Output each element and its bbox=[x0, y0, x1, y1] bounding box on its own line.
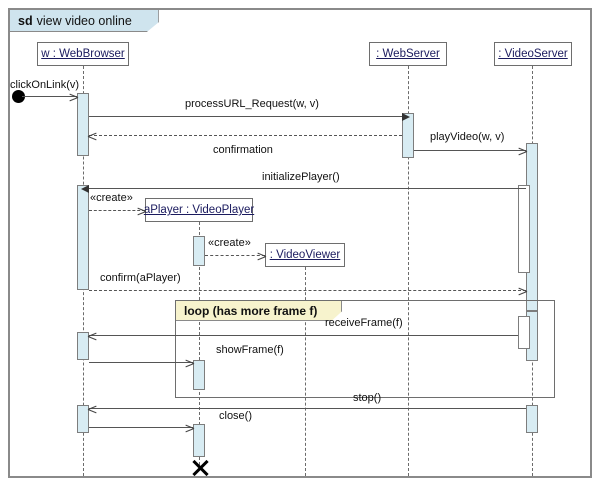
message-label-playvideo: playVideo(w, v) bbox=[430, 131, 505, 143]
activation-aplayer-2 bbox=[193, 360, 205, 390]
message-line-playvideo[interactable] bbox=[414, 150, 526, 151]
lifeline-line-videoviewer bbox=[305, 267, 306, 476]
message-label-close: close() bbox=[219, 410, 253, 422]
message-label-receiveframe: receiveFrame(f) bbox=[325, 317, 403, 329]
message-label-confirm-aplayer: confirm(aPlayer) bbox=[100, 272, 181, 284]
arrowhead-open-right-icon bbox=[138, 207, 146, 215]
message-line-create-aplayer[interactable] bbox=[89, 210, 145, 211]
message-line-confirmation[interactable] bbox=[89, 135, 402, 136]
arrowhead-filled-right-icon bbox=[402, 113, 410, 121]
fragment-loop-tag: loop (has more frame f) bbox=[176, 301, 342, 321]
message-label-stop: stop() bbox=[353, 392, 382, 404]
message-line-processurl-request[interactable] bbox=[89, 113, 410, 121]
message-line-clickonlink[interactable] bbox=[22, 96, 77, 97]
message-label-showframe: showFrame(f) bbox=[216, 344, 284, 356]
arrowhead-open-right-icon bbox=[186, 359, 194, 367]
message-label-confirmation: confirmation bbox=[213, 144, 273, 156]
message-label-create-aplayer: «create» bbox=[90, 192, 133, 204]
lifeline-head-webbrowser[interactable]: w : WebBrowser bbox=[37, 42, 129, 66]
lifeline-label-videoviewer: : VideoViewer bbox=[269, 249, 341, 261]
arrowhead-open-right-icon bbox=[519, 147, 527, 155]
message-line-receiveframe[interactable] bbox=[89, 335, 518, 336]
arrowhead-open-left-icon bbox=[88, 405, 96, 413]
arrowhead-open-right-icon bbox=[186, 424, 194, 432]
message-line-confirm-aplayer[interactable] bbox=[89, 290, 526, 291]
activation-aplayer-1 bbox=[193, 236, 205, 266]
arrowhead-filled-left-icon bbox=[81, 185, 89, 193]
message-line-initializeplayer[interactable] bbox=[81, 185, 526, 193]
destruction-marker-aplayer bbox=[189, 458, 209, 478]
message-label-clickonlink: clickOnLink(v) bbox=[10, 79, 80, 91]
lifeline-line-webserver bbox=[408, 66, 409, 476]
activation-videoserver-3 bbox=[526, 405, 538, 433]
lifeline-label-webbrowser: w : WebBrowser bbox=[41, 48, 125, 60]
activation-webbrowser-4 bbox=[77, 405, 89, 433]
message-label-processurl-request: processURL_Request(w, v) bbox=[185, 98, 319, 110]
diagram-title: view video online bbox=[36, 13, 132, 28]
message-line-close[interactable] bbox=[89, 427, 193, 428]
activation-videoserver-nested-1 bbox=[518, 185, 530, 273]
found-message-start-dot bbox=[12, 90, 25, 103]
arrowhead-open-left-icon bbox=[88, 132, 96, 140]
lifeline-label-aplayer: aPlayer : VideoPlayer bbox=[143, 204, 255, 216]
arrowhead-open-right-icon bbox=[70, 93, 78, 101]
message-label-initializeplayer: initializePlayer() bbox=[262, 171, 340, 183]
lifeline-head-videoviewer[interactable]: : VideoViewer bbox=[265, 243, 345, 267]
lifeline-head-videoserver[interactable]: : VideoServer bbox=[494, 42, 572, 66]
activation-videoserver-nested-2 bbox=[518, 316, 530, 349]
fragment-loop bbox=[175, 300, 555, 398]
lifeline-head-aplayer[interactable]: aPlayer : VideoPlayer bbox=[143, 198, 255, 222]
diagram-title-tag: sd view video online bbox=[10, 10, 159, 32]
lifeline-head-webserver[interactable]: : WebServer bbox=[369, 42, 447, 66]
activation-webbrowser-1 bbox=[77, 93, 89, 156]
message-line-stop[interactable] bbox=[89, 408, 526, 409]
message-line-showframe[interactable] bbox=[89, 362, 193, 363]
lifeline-label-videoserver: : VideoServer bbox=[498, 48, 568, 60]
activation-aplayer-3 bbox=[193, 424, 205, 457]
arrowhead-open-right-icon bbox=[519, 287, 527, 295]
message-line-create-videoviewer[interactable] bbox=[205, 255, 265, 256]
diagram-kind-keyword: sd bbox=[18, 13, 33, 28]
lifeline-label-webserver: : WebServer bbox=[376, 48, 440, 60]
fragment-loop-label: loop (has more frame f) bbox=[184, 303, 318, 318]
lifeline-line-aplayer bbox=[199, 222, 200, 465]
message-label-create-videoviewer: «create» bbox=[208, 237, 251, 249]
arrowhead-open-left-icon bbox=[88, 332, 96, 340]
arrowhead-open-right-icon bbox=[258, 252, 266, 260]
activation-webbrowser-3 bbox=[77, 332, 89, 360]
activation-webbrowser-2 bbox=[77, 185, 89, 290]
